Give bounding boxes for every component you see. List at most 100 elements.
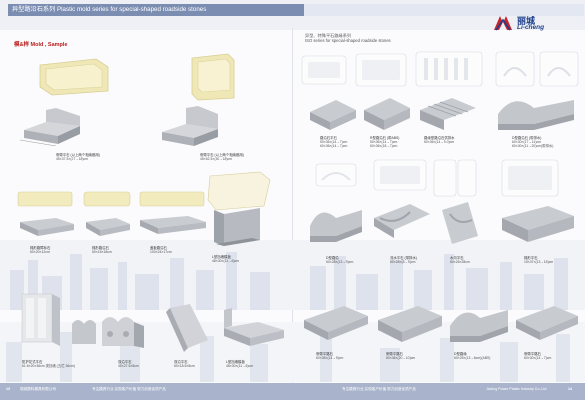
product-caption: 水沟平石 60×26×28cm [450, 256, 470, 264]
logo-mark-icon [494, 16, 512, 31]
l-wall-sample [224, 308, 284, 346]
white-mold-pair-2 [495, 51, 579, 87]
product-size: 61.6×20×36cm 类挡墙 (五栏 36cm) [22, 364, 75, 369]
product-name: 路缘型路沿石供排水 [424, 136, 455, 140]
product-caption: L型挡墙模板 48×30×(11→6)cm [226, 360, 253, 368]
sample-d-curb-3 [450, 310, 508, 342]
mold-sample-group-3 [139, 191, 206, 234]
white-mold-6 [501, 159, 559, 197]
sample-curb-drainage [420, 98, 476, 130]
mold-yellow-1 [39, 58, 109, 96]
product-caption: 防护花式平石 61.6×20×36cm 类挡墙 (五栏 36cm) [22, 360, 75, 368]
page-divider [292, 28, 293, 384]
sample-side-curb-3 [516, 306, 578, 340]
product-size-alt: 60×36×(18→7)cm [370, 144, 398, 149]
product-size-alt: 60×30×(11→20)cm(带排水) [512, 144, 554, 149]
footer-slogan-right: 专注模具行业 实现客户价值 努力创造优质产品 [342, 387, 416, 391]
product-caption: 盖板路沿石 100×24×17cm [150, 246, 172, 254]
product-caption: D型路沿石 (带排水) 60×30×(17→11)cm 60×30×(11→20… [512, 136, 553, 149]
product-caption: D型路沿 60×28×(13→9)cm [326, 256, 353, 264]
product-size: 60×30×(17→11)cm [512, 140, 541, 145]
product-name: 梯形路障标石 [30, 246, 51, 250]
product-caption: R型路沿石 (带ABS) 50×36×(14→7)cm 60×36×(18→7)… [370, 136, 399, 149]
product-caption: 流水平石 (带排水) 60×28×(8→9)cm [390, 256, 417, 264]
header-bar-right [304, 4, 584, 16]
product-size: 48×30×(11→6)cm [212, 259, 240, 264]
sample-d-curb-2 [310, 210, 362, 242]
product-caption: 侧带平路石 60×30×(14→7)cm [524, 352, 551, 360]
product-size: 100×24×17cm [150, 250, 172, 255]
product-size: 60×28×(13→9)cm [326, 260, 354, 265]
product-caption: 路缘型路沿石供排水 60×36×(14→9.0)cm [424, 136, 455, 144]
product-size: 50×15×18cm [92, 250, 112, 255]
mold-sample-group-1 [17, 191, 74, 236]
product-name: 侧带平路石 [386, 352, 403, 356]
product-name: 双沿平石 [174, 360, 188, 364]
footer-slogan-left: 专注模具行业 实现客户价值 努力创造优质产品 [92, 387, 166, 391]
page-number-right: 14 [568, 387, 572, 391]
white-mold-3 [315, 163, 357, 187]
product-caption: 侧带平石 (以上两个相续都用) 45×52.5×(30→18)cm [200, 153, 244, 161]
product-size: 15×37×(13→15)cm [524, 260, 554, 265]
product-size: 60×26×28cm [450, 260, 470, 265]
product-name: L型挡墙模板 [226, 360, 245, 364]
city-skyline-image [0, 240, 585, 310]
footer-company-right: Jiaxing Power Plastic Industry Co.,Ltd [486, 387, 547, 391]
product-name: 盖板路沿石 [150, 246, 167, 250]
mold-l-wall [207, 171, 271, 246]
brand-logo: 丽城 Li-cheng [492, 14, 572, 36]
section-label: 模&样 Mold , Sample [14, 42, 68, 48]
fence-stone-pair [72, 317, 144, 348]
sample-side-curb-1 [304, 306, 368, 340]
sample-trapezoid-curb [502, 206, 574, 242]
product-name: 双沿平石 [118, 360, 132, 364]
logo-text-cn: 丽城 [517, 16, 536, 26]
page-title: 异型路沿石系列 Plastic mold series for special-… [8, 4, 304, 16]
product-name: 流水平石 (带排水) [390, 256, 417, 260]
product-name: 梯形平石 [524, 256, 538, 260]
sample-d-curb [498, 100, 574, 130]
product-caption: 梯形路障标石 60×20×12cm [30, 246, 50, 254]
product-caption: 梯形路沿石 50×15×18cm [92, 246, 112, 254]
product-name: D型路沿石 (带排水) [512, 136, 542, 140]
product-size: 60×35×(14→9)cm [316, 356, 344, 361]
product-caption: 路沿石平石 50×36×(14→7)cm 60×36×(14→7)cm [320, 136, 347, 149]
product-name: D型路沿 [326, 256, 339, 260]
product-name: R型路沿石 (带ABS) [370, 136, 400, 140]
product-size: 60×36×(14→9.0)cm [424, 140, 455, 145]
page-number-left: 13 [6, 387, 10, 391]
product-size-alt: 60×36×(14→7)cm [320, 144, 348, 149]
product-size: 50×36×(14→7)cm [320, 140, 348, 145]
product-size: 60×20×12cm [30, 250, 50, 255]
header-subtitle: 异型、特殊平石路缘系列 ISO series for special-shape… [305, 33, 391, 43]
mold-yellow-2 [191, 53, 235, 101]
product-size: 45×52.5×(30→18)cm [200, 157, 233, 162]
product-caption: L型挡墙模板 48×30×(11→6)cm [212, 255, 239, 263]
sample-stone-2 [162, 106, 218, 146]
product-size: 60×36×(20→10)cm [386, 356, 416, 361]
product-name: 侧带平石 (以上两个相续都用) [56, 153, 100, 157]
product-name: L型挡墙模板 [212, 255, 231, 259]
product-caption: D型路缘 60×25×(13→6cm)(ABS) [454, 352, 490, 360]
product-name: 水沟平石 [450, 256, 464, 260]
product-size: 48×30×(11→6)cm [226, 364, 254, 369]
product-size: 60×30×(14→7)cm [524, 356, 552, 361]
product-caption: 双沿平石 60×18.5×8cm [174, 360, 195, 368]
sample-curb-1 [310, 100, 356, 130]
product-caption: 双沿平石 40×27.5×8cm [118, 360, 139, 368]
subtitle-en: ISO series for special-shaped roadside s… [305, 38, 391, 43]
product-size: 60×28×(8→9)cm [390, 260, 416, 265]
product-name: 梯形路沿石 [92, 246, 109, 250]
product-name: 侧带平石 (以上两个相续都用) [200, 153, 244, 157]
double-edge-stone [166, 304, 208, 352]
subtitle-cn: 异型、特殊平石路缘系列 [305, 33, 352, 38]
product-size: 60×18.5×8cm [174, 364, 195, 369]
sample-curb-2 [364, 98, 410, 130]
product-caption: 侧带平路石 60×35×(14→9)cm [316, 352, 343, 360]
product-name: 侧带平路石 [524, 352, 541, 356]
product-caption: 侧带平路石 60×36×(20→10)cm [386, 352, 415, 360]
product-name: D型路缘 [454, 352, 467, 356]
product-caption: 梯形平石 15×37×(13→15)cm [524, 256, 553, 264]
white-mold-drainage [415, 51, 483, 87]
